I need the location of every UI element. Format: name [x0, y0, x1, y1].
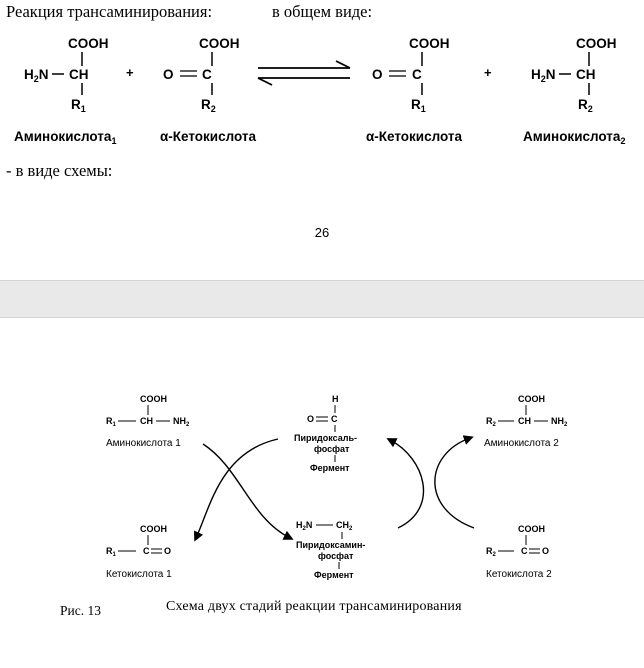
label-keto-acid-right: α-Кетокислота — [366, 129, 463, 144]
svg-text:COOH: COOH — [518, 524, 545, 534]
svg-text:CH: CH — [576, 67, 596, 82]
svg-text:NH2: NH2 — [173, 416, 190, 428]
figure-keto-acid-1: COOH R1 C O — [106, 524, 171, 558]
svg-text:Пиридоксамин-: Пиридоксамин- — [296, 540, 365, 550]
scheme-intro-text: - в виде схемы: — [6, 161, 113, 180]
svg-text:COOH: COOH — [140, 394, 167, 404]
keto-acid-left-structure: COOH O C R2 — [163, 36, 240, 114]
svg-text:R2: R2 — [201, 97, 216, 114]
svg-text:C: C — [202, 67, 212, 82]
svg-text:O: O — [163, 67, 174, 82]
plus-sign-2: + — [484, 65, 492, 80]
transamination-scheme-figure: COOH R1 CH NH2 Аминокислота 1 COOH R1 C … — [106, 394, 568, 580]
svg-text:COOH: COOH — [409, 36, 450, 51]
svg-text:C: C — [412, 67, 422, 82]
plus-sign: + — [126, 65, 134, 80]
svg-text:CH: CH — [140, 416, 153, 426]
label-amino-acid-1: Аминокислота1 — [14, 129, 116, 146]
figure-pyridoxal-phosphate: H O C Пиридоксаль- фосфат Фермент — [294, 394, 357, 473]
amine-group: H2N — [24, 67, 49, 84]
svg-text:O: O — [164, 546, 171, 556]
equilibrium-arrows — [257, 60, 351, 86]
figure-label-keto-acid-1: Кетокислота 1 — [106, 569, 172, 580]
r1-group: R1 — [71, 97, 86, 114]
page-bottom: COOH R1 CH NH2 Аминокислота 1 COOH R1 C … — [0, 318, 644, 623]
figure-label-amino-acid-1: Аминокислота 1 — [106, 438, 181, 449]
amino-acid-2-structure: COOH H2N CH R2 — [531, 36, 617, 114]
svg-text:R1: R1 — [106, 416, 117, 428]
svg-text:NH2: NH2 — [551, 416, 568, 428]
svg-text:Пиридоксаль-: Пиридоксаль- — [294, 433, 357, 443]
svg-text:CH: CH — [518, 416, 531, 426]
svg-text:O: O — [307, 414, 314, 424]
svg-text:R2: R2 — [486, 546, 497, 558]
general-reaction-equation: COOH H2N CH R1 + COOH O C R2 — [14, 36, 625, 146]
svg-text:Фермент: Фермент — [310, 463, 350, 473]
ch-group: CH — [69, 67, 89, 82]
svg-text:C: C — [331, 414, 338, 424]
svg-text:O: O — [372, 67, 383, 82]
svg-text:H2N: H2N — [296, 520, 312, 532]
svg-text:R2: R2 — [486, 416, 497, 428]
keto-acid-right-structure: COOH O C R1 — [372, 36, 450, 114]
svg-text:COOH: COOH — [576, 36, 617, 51]
figure-label-amino-acid-2: Аминокислота 2 — [484, 438, 559, 449]
reaction-subheading: в общем виде: — [272, 2, 373, 21]
page-top: Реакция трансаминирования: в общем виде:… — [0, 0, 644, 280]
amino-acid-1-structure: COOH H2N CH R1 — [24, 36, 109, 114]
svg-text:COOH: COOH — [518, 394, 545, 404]
figure-label-keto-acid-2: Кетокислота 2 — [486, 569, 552, 580]
svg-text:C: C — [143, 546, 150, 556]
svg-text:COOH: COOH — [199, 36, 240, 51]
left-crossing-arrows — [194, 438, 294, 542]
svg-text:Фермент: Фермент — [314, 570, 354, 580]
svg-text:R2: R2 — [578, 97, 593, 114]
svg-text:H: H — [332, 394, 339, 404]
svg-text:фосфат: фосфат — [314, 444, 350, 454]
figure-keto-acid-2: COOH R2 C O — [486, 524, 549, 558]
reaction-heading: Реакция трансаминирования: — [6, 2, 213, 21]
page-separator — [0, 280, 644, 318]
svg-text:COOH: COOH — [140, 524, 167, 534]
right-crossing-arrows — [386, 435, 475, 529]
svg-text:R1: R1 — [106, 546, 117, 558]
figure-number: Рис. 13 — [60, 603, 101, 618]
label-amino-acid-2: Аминокислота2 — [523, 129, 625, 146]
page-number: 26 — [314, 225, 330, 240]
svg-text:C: C — [521, 546, 528, 556]
svg-text:O: O — [542, 546, 549, 556]
svg-text:R1: R1 — [411, 97, 426, 114]
figure-amino-acid-1: COOH R1 CH NH2 — [106, 394, 190, 428]
label-keto-acid-left: α-Кетокислота — [160, 129, 257, 144]
figure-pyridoxamine-phosphate: H2N CH2 Пиридоксамин- фосфат Фермент — [296, 520, 365, 580]
svg-text:H2N: H2N — [531, 67, 556, 84]
cooh-group: COOH — [68, 36, 109, 51]
figure-caption: Схема двух стадий реакции трансаминирова… — [166, 599, 462, 614]
svg-text:CH2: CH2 — [336, 520, 353, 532]
svg-text:фосфат: фосфат — [318, 551, 354, 561]
figure-amino-acid-2: COOH R2 CH NH2 — [486, 394, 568, 428]
